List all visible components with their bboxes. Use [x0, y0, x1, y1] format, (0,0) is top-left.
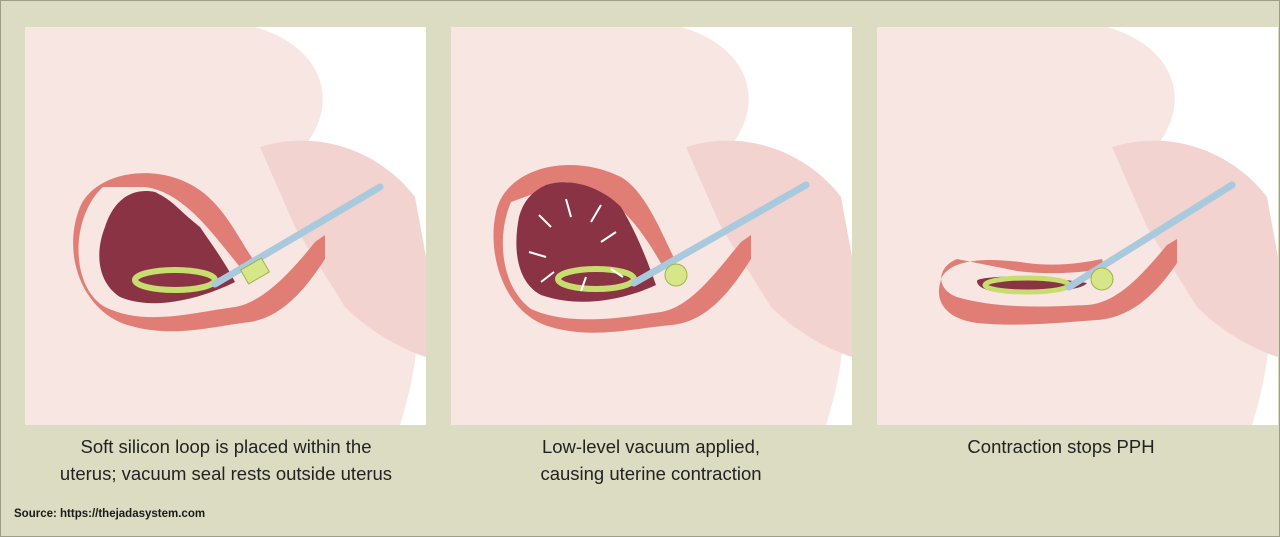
- caption-line: Contraction stops PPH: [846, 433, 1276, 460]
- uterus-illustration-loop-placed: [25, 27, 426, 425]
- vacuum-seal: [1091, 268, 1113, 290]
- illustration-panel-1: [25, 27, 426, 425]
- vacuum-seal: [665, 264, 687, 286]
- caption-line: uterus; vacuum seal rests outside uterus: [11, 460, 441, 487]
- caption-line: Soft silicon loop is placed within the: [11, 433, 441, 460]
- illustration-panel-2: [451, 27, 852, 425]
- uterus-illustration-vacuum-applied: [451, 27, 852, 425]
- illustration-panel-3: [877, 27, 1278, 425]
- caption-panel-2: Low-level vacuum applied, causing uterin…: [436, 433, 866, 487]
- caption-line: causing uterine contraction: [436, 460, 866, 487]
- uterus-illustration-contracted: [877, 27, 1278, 425]
- caption-line: Low-level vacuum applied,: [436, 433, 866, 460]
- caption-panel-3: Contraction stops PPH: [846, 433, 1276, 460]
- source-credit: Source: https://thejadasystem.com: [14, 508, 205, 520]
- caption-panel-1: Soft silicon loop is placed within the u…: [11, 433, 441, 487]
